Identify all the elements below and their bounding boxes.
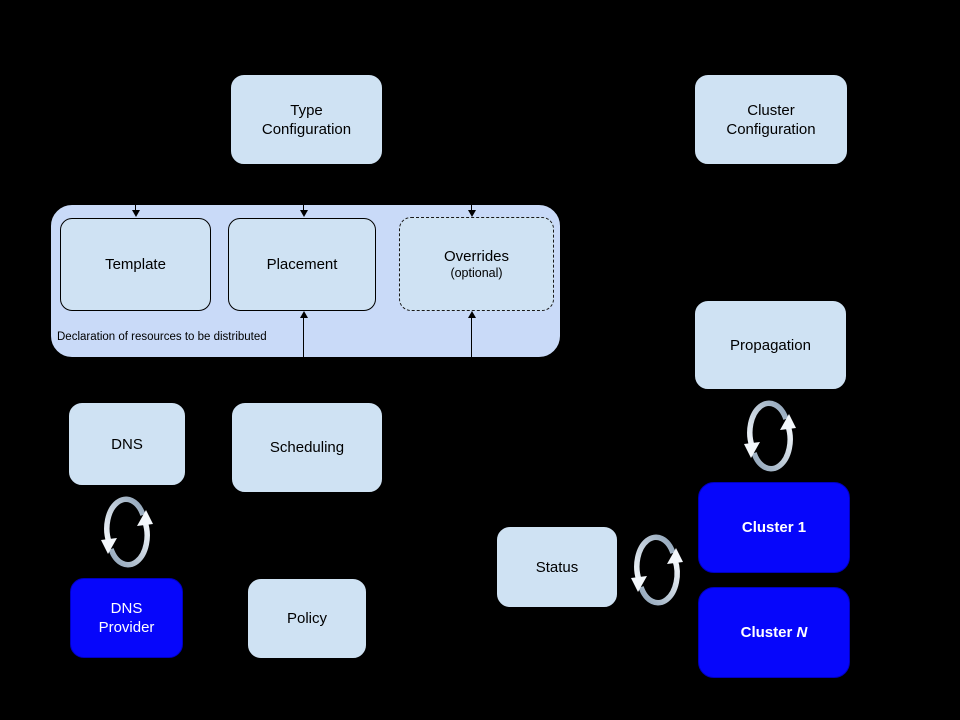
arrowhead-up-icon — [467, 311, 476, 318]
declaration-caption: Declaration of resources to be distribut… — [57, 331, 267, 343]
node-label: Provider — [98, 619, 155, 636]
arrow-shaft — [303, 204, 304, 210]
dns-node: DNS — [68, 402, 186, 486]
arrow-into-template — [131, 204, 140, 217]
type-configuration-node: Type Configuration — [230, 74, 383, 165]
node-label: Propagation — [730, 336, 811, 354]
node-label: Cluster — [747, 101, 795, 119]
arrow-shaft — [303, 318, 304, 358]
arrow-into-placement — [299, 204, 308, 217]
cluster-n-prefix: Cluster — [740, 624, 797, 641]
propagation-node: Propagation — [694, 300, 847, 390]
status-node: Status — [496, 526, 618, 608]
arrowhead-down-icon — [467, 210, 476, 217]
cluster-n-node: Cluster N — [698, 587, 850, 678]
arrowhead-up-icon — [299, 311, 308, 318]
dns-provider-node: DNS Provider — [70, 578, 183, 658]
overrides-node: Overrides (optional) — [399, 217, 554, 311]
node-label: Type — [290, 101, 323, 119]
arrow-shaft — [471, 318, 472, 358]
placement-node: Placement — [228, 218, 376, 311]
arrow-shaft — [135, 204, 136, 210]
cluster-configuration-node: Cluster Configuration — [694, 74, 848, 165]
arrowhead-down-icon — [131, 210, 140, 217]
arrowhead-down-icon — [299, 210, 308, 217]
node-label: Policy — [286, 610, 327, 627]
node-label: Overrides — [443, 248, 510, 265]
arrow-shaft — [471, 204, 472, 210]
node-label: Configuration — [726, 120, 816, 138]
node-sublabel: (optional) — [450, 266, 503, 280]
node-label: Scheduling — [269, 439, 345, 456]
cluster-1-node: Cluster 1 — [698, 482, 850, 573]
node-label: Cluster N — [741, 623, 808, 642]
arrow-into-overrides — [467, 204, 476, 217]
sync-icon — [743, 398, 797, 474]
arrow-up-to-overrides — [467, 311, 476, 358]
node-label: Status — [535, 558, 579, 576]
node-label: Template — [105, 256, 166, 273]
node-label: DNS — [110, 600, 143, 617]
node-label: Cluster 1 — [741, 519, 807, 536]
policy-node: Policy — [247, 578, 367, 659]
node-label: Configuration — [261, 120, 352, 138]
sync-icon — [630, 532, 684, 608]
node-label: DNS — [111, 435, 143, 453]
cluster-n-suffix: N — [796, 624, 808, 641]
sync-icon — [100, 494, 154, 570]
template-node: Template — [60, 218, 211, 311]
arrow-up-to-placement — [299, 311, 308, 358]
scheduling-node: Scheduling — [231, 402, 383, 493]
node-label: Placement — [266, 256, 338, 273]
